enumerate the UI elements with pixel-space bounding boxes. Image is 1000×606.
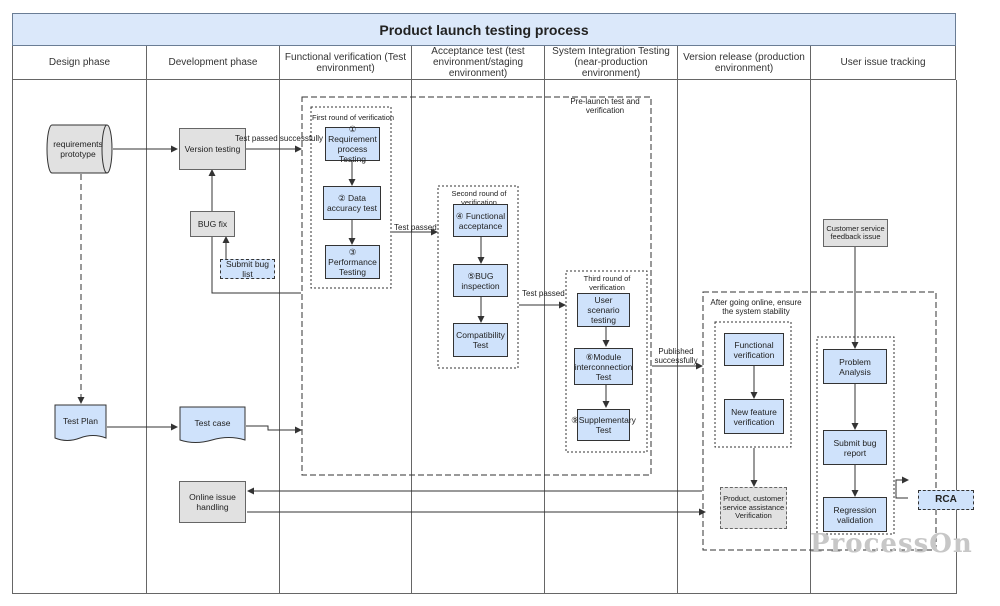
requirements-prototype-label: requirements prototype	[53, 139, 103, 159]
lane-divider	[411, 80, 412, 593]
lane-header-tracking: User issue tracking	[810, 46, 956, 80]
lane-bottom-border	[12, 593, 957, 594]
diagram-title: Product launch testing process	[12, 13, 956, 46]
prelaunch-group-label: Pre-launch test and verification	[570, 97, 640, 115]
lane-divider	[146, 80, 147, 593]
new-feature-verification-node: New feature verification	[724, 399, 784, 434]
lane-divider	[544, 80, 545, 593]
compatibility-test-node: Compatibility Test	[453, 323, 508, 357]
test-plan-label: Test Plan	[63, 416, 98, 426]
functional-acceptance-node: ④ Functional acceptance	[453, 204, 508, 237]
user-scenario-testing-node: User scenario testing	[577, 293, 630, 327]
requirements-prototype-shape: requirements prototype	[46, 124, 113, 174]
round1-group-label: First round of verification	[311, 113, 395, 122]
lane-header-integration: System Integration Testing (near-product…	[544, 46, 677, 80]
customer-feedback-node: Customer service feedback issue	[823, 219, 888, 247]
edge-label-test-passed-2: Test passed	[522, 289, 565, 298]
edge-label-published: Published successfully	[654, 347, 698, 365]
regression-validation-node: Regression validation	[823, 497, 887, 532]
test-case-label: Test case	[194, 418, 231, 428]
test-plan-shape: Test Plan	[54, 404, 107, 444]
release-inner-frame	[714, 321, 792, 448]
round1-group-frame	[310, 106, 392, 289]
submit-bug-list-node: Submit bug list	[220, 259, 275, 279]
online-issue-handling-node: Online issue handling	[179, 481, 246, 523]
prelaunch-group-frame	[301, 96, 652, 476]
lane-header-development: Development phase	[146, 46, 279, 80]
bug-inspection-node: ⑤BUG inspection	[453, 264, 508, 297]
problem-analysis-node: Problem Analysis	[823, 349, 887, 384]
lane-header-acceptance: Acceptance test (test environment/stagin…	[411, 46, 544, 80]
lane-divider	[12, 80, 13, 593]
round2-group-label: Second round of verification	[451, 189, 507, 207]
module-interconnection-test-node: ⑥Module interconnection Test	[574, 348, 633, 385]
rca-node: RCA	[918, 490, 974, 510]
data-accuracy-test-node: ② Data accuracy test	[323, 186, 381, 220]
submit-bug-report-node: Submit bug report	[823, 430, 887, 465]
round2-group-frame	[437, 185, 519, 369]
version-testing-node: Version testing	[179, 128, 246, 170]
lane-divider	[810, 80, 811, 593]
requirement-process-testing-node: ① Requirement process Testing	[325, 124, 380, 164]
product-cs-verification-node: Product, customer service assistance Ver…	[720, 487, 787, 529]
lane-divider	[279, 80, 280, 593]
lane-divider	[677, 80, 678, 593]
after-online-group-frame	[702, 291, 937, 551]
lane-header-design: Design phase	[12, 46, 146, 80]
lane-header-functional: Functional verification (Test environmen…	[279, 46, 411, 80]
functional-verification-node: Functional verification	[724, 333, 784, 366]
round3-group-label: Third round of verification	[583, 274, 631, 292]
round3-group-frame	[565, 270, 648, 453]
supplementary-test-node: ⑨Supplementary Test	[571, 409, 636, 441]
edge-label-test-passed-1: Test passed	[394, 223, 437, 232]
after-online-group-label: After going online, ensure the system st…	[710, 298, 802, 316]
processon-watermark: ProcessOn	[810, 529, 973, 559]
lane-divider	[956, 80, 957, 593]
bug-fix-node: BUG fix	[190, 211, 235, 237]
test-case-shape: Test case	[179, 406, 246, 446]
lane-header-release: Version release (production environment)	[677, 46, 810, 80]
edge-label-test-passed-successfully: Test passed successfully	[235, 134, 324, 143]
tracking-inner-frame	[816, 336, 895, 535]
performance-testing-node: ③ Performance Testing	[325, 245, 380, 279]
